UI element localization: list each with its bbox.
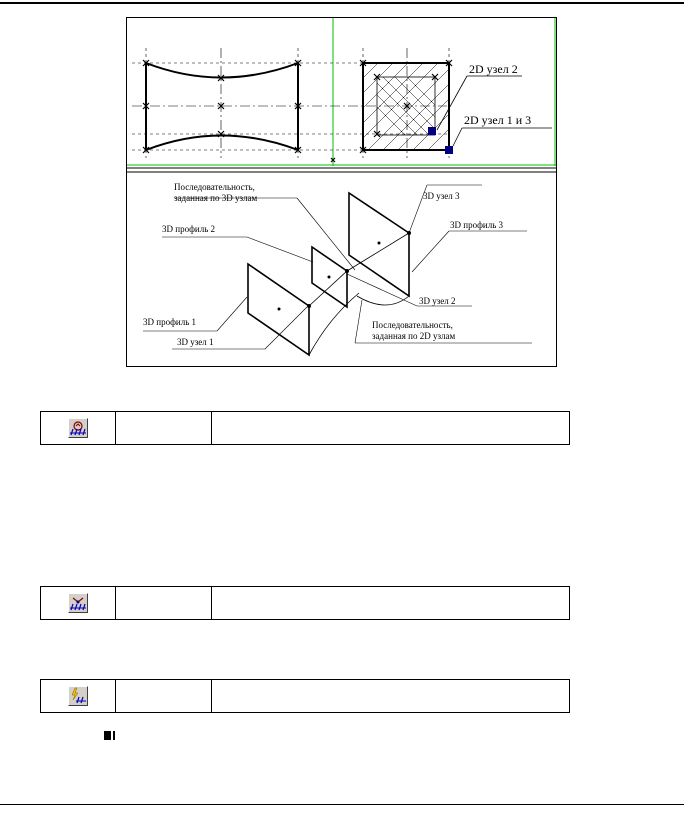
node-2-marker — [428, 127, 436, 135]
label-3d-node-3: 3D узел 3 — [423, 191, 460, 201]
command-icon-cell — [41, 587, 116, 619]
label-seq-3d-line1: Последовательность, — [174, 182, 255, 192]
node-1-3-marker — [445, 146, 453, 154]
command-row — [40, 411, 570, 445]
command-name-cell — [116, 680, 212, 712]
profile-lightning-icon[interactable] — [68, 686, 88, 706]
label-seq-2d-line1: Последовательность, — [372, 320, 453, 330]
command-icon-cell — [41, 680, 116, 712]
command-description-cell — [212, 587, 569, 619]
label-seq-2d-line2: заданная по 2D узлам — [372, 331, 455, 341]
label-3d-profile-3: 3D профиль 3 — [450, 220, 504, 230]
bottom-node-points — [277, 231, 411, 311]
command-description-cell — [212, 680, 569, 712]
command-name-cell — [116, 587, 212, 619]
label-2d-node-1-3: 2D узел 1 и 3 — [464, 113, 531, 127]
label-2d-node-2: 2D узел 2 — [469, 62, 518, 76]
command-row — [40, 679, 570, 713]
small-black-square-icon — [104, 728, 116, 740]
bottom-rule — [0, 804, 684, 805]
top-rule — [0, 2, 684, 4]
command-description-cell — [212, 412, 569, 444]
profile-sequence-icon[interactable] — [68, 418, 88, 438]
label-3d-node-1: 3D узел 1 — [177, 337, 214, 347]
bottom-3d-view — [143, 184, 532, 357]
figure-3d-profiles: 2D узел 2 2D узел 1 и 3 — [126, 17, 557, 367]
profile-node-icon[interactable] — [68, 593, 88, 613]
command-name-cell — [116, 412, 212, 444]
label-3d-node-2: 3D узел 2 — [419, 296, 456, 306]
top-2d-view — [127, 18, 556, 173]
top-node-markers — [142, 59, 453, 163]
label-3d-profile-1: 3D профиль 1 — [143, 317, 196, 327]
command-icon-cell — [41, 412, 116, 444]
label-seq-3d-line2: заданная по 3D узлам — [174, 193, 257, 203]
command-row — [40, 586, 570, 620]
label-3d-profile-2: 3D профиль 2 — [162, 224, 215, 234]
